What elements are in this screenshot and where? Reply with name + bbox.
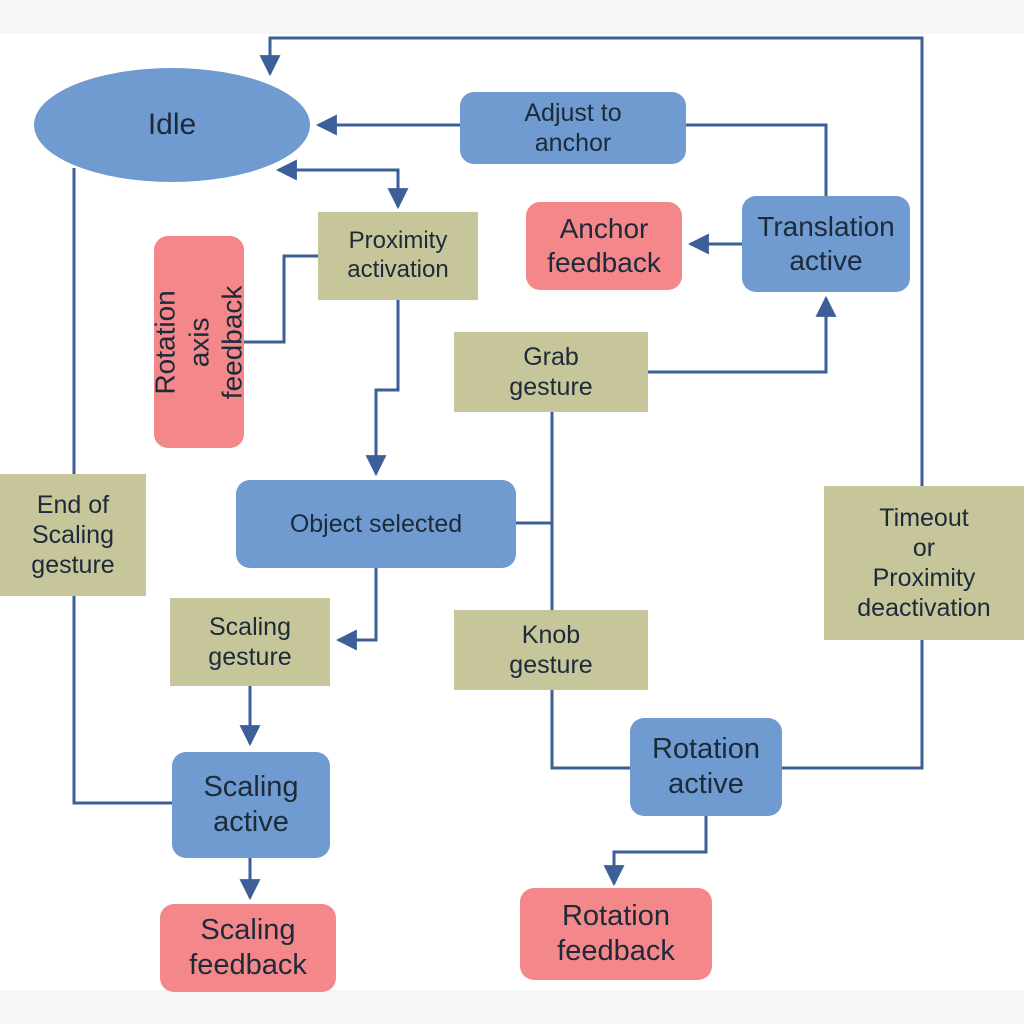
node-grab-gesture: Grab gesture — [454, 332, 648, 412]
edge-scaling-active-to-idle — [72, 168, 172, 805]
edge-rotation-to-rotation-feedback — [603, 816, 708, 887]
node-scaling-gesture: Scaling gesture — [170, 598, 330, 686]
edge-rotation-to-timeout — [782, 640, 924, 770]
edge-proximity-to-object-selected — [365, 300, 400, 477]
node-scaling-feedback: Scaling feedback — [160, 904, 336, 992]
node-anchor-feedback: Anchor feedback — [526, 202, 682, 290]
edge-idle-proximity — [275, 159, 409, 210]
node-rotation-active: Rotation active — [630, 718, 782, 816]
node-rotation-axis-feedback: Rotation axis feedback — [150, 236, 248, 448]
edge-timeout-to-idle — [259, 36, 924, 486]
edge-proximity-to-rotation-axis-feedback — [244, 254, 318, 344]
node-adjust-to-anchor: Adjust to anchor — [460, 92, 686, 164]
node-rotation-feedback: Rotation feedback — [520, 888, 712, 980]
edge-object-selected-to-scaling-gesture — [335, 568, 378, 651]
edge-grab-to-translation — [648, 295, 837, 374]
node-object-selected: Object selected — [236, 480, 516, 568]
node-knob-gesture: Knob gesture — [454, 610, 648, 690]
edge-knob-to-rotation — [550, 690, 630, 770]
node-end-of-scaling-gesture: End of Scaling gesture — [0, 474, 146, 596]
node-timeout-or-proximity-deactivation: Timeout or Proximity deactivation — [824, 486, 1024, 640]
node-idle: Idle — [34, 68, 310, 182]
rotation-axis-feedback-label: Rotation axis feedback — [149, 285, 248, 399]
node-proximity-activation: Proximity activation — [318, 212, 478, 300]
node-translation-active: Translation active — [742, 196, 910, 292]
edge-translation-to-adjust — [686, 123, 828, 198]
node-scaling-active: Scaling active — [172, 752, 330, 858]
